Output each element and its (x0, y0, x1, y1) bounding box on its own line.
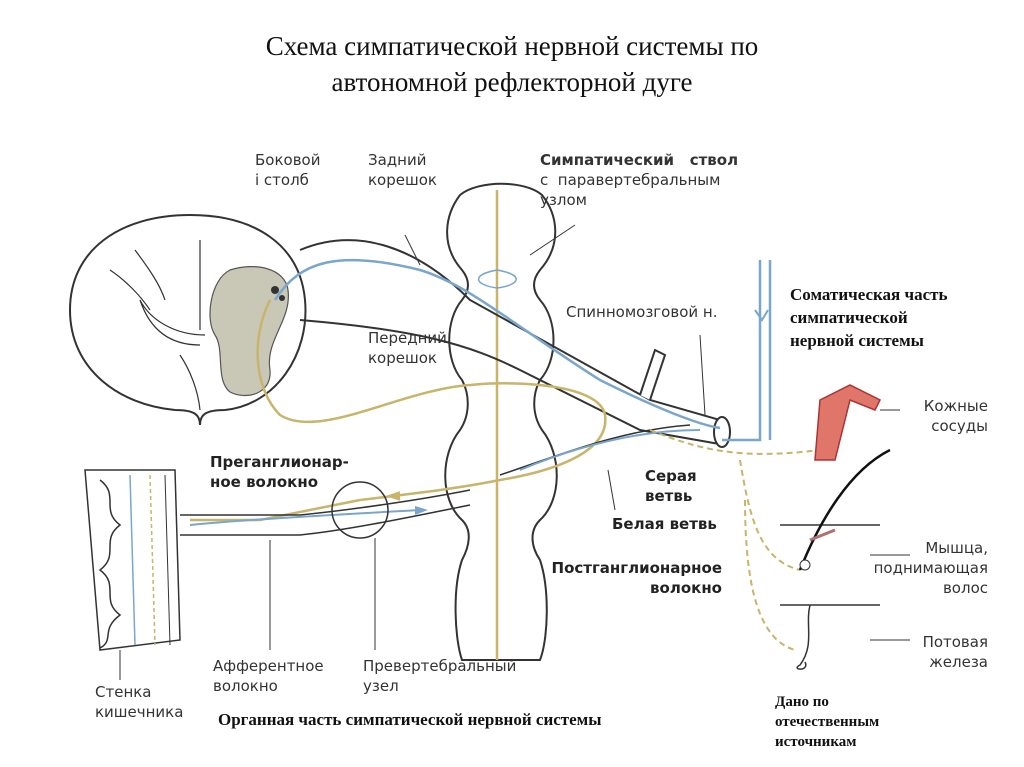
note-somatic-line1: Соматическая часть (790, 285, 948, 304)
label-sweat-gland: Потовая железа (880, 632, 988, 672)
label-hair-muscle-line1: Мышца, (925, 539, 988, 557)
label-prevertebral-ganglion-line2: узел (363, 677, 399, 695)
label-spinal-nerve: Спинномозговой н. (566, 303, 718, 321)
note-source-line3: источникам (775, 734, 857, 750)
skin-vessel (814, 384, 882, 461)
label-afferent-fiber-line2: волокно (213, 677, 278, 695)
note-source-line1: Дано по (775, 694, 829, 710)
label-intestine-wall-line1: Стенка (95, 683, 152, 701)
label-skin-vessels-line1: Кожные (923, 397, 988, 415)
label-postganglionic: Постганглионарное волокно (520, 558, 722, 598)
label-hair-muscle-line3: волос (942, 579, 988, 597)
label-posterior-root-line2: корешок (368, 171, 437, 189)
label-posterior-root-line1: Задний (368, 151, 427, 169)
title-line-1: Схема симпатической нервной системы по (265, 31, 759, 61)
label-postganglionic-line1: Постганглионарное (551, 559, 722, 577)
label-sympathetic-trunk-line3: узлом (540, 191, 587, 209)
label-skin-vessels: Кожные сосуды (890, 396, 988, 436)
label-intestine-wall: Стенка кишечника (95, 682, 183, 722)
label-gray-ramus: Серая ветвь (645, 466, 697, 506)
label-gray-ramus-line1: Серая (645, 467, 697, 485)
label-preganglionic-line2: ное волокно (210, 473, 319, 491)
label-hair-muscle-line2: поднимающая (873, 559, 988, 577)
label-hair-muscle: Мышца, поднимающая волос (830, 538, 988, 598)
label-anterior-root-line2: корешок (368, 349, 437, 367)
note-source: Дано по отечественным источникам (775, 692, 879, 752)
note-source-line2: отечественным (775, 714, 880, 730)
intestine-wall (84, 469, 181, 651)
note-somatic-line2: симпатической (790, 308, 908, 327)
label-gray-ramus-line2: ветвь (645, 487, 693, 505)
label-sympathetic-trunk-line1: Симпатический ствол (540, 151, 739, 169)
label-sweat-gland-line1: Потовая (922, 633, 988, 651)
label-white-ramus: Белая ветвь (612, 515, 717, 533)
label-sweat-gland-line2: железа (929, 653, 988, 671)
label-lateral-column-line2: і столб (255, 171, 309, 189)
label-preganglionic-line1: Преганглионар- (210, 453, 349, 471)
page-title: Схема симпатической нервной системы по а… (0, 28, 1024, 100)
label-sympathetic-trunk-line2: с паравертебральным (540, 171, 721, 189)
note-somatic: Соматическая часть симпатической нервной… (790, 283, 947, 352)
label-lateral-column-line1: Боковой (255, 151, 321, 169)
preganglionic-fiber-path (256, 299, 607, 502)
postganglionic-fiber-path (649, 429, 821, 455)
label-posterior-root: Задний корешок (368, 150, 437, 190)
label-prevertebral-ganglion: Превертебральный узел (363, 656, 516, 696)
label-anterior-root: Передний корешок (368, 328, 447, 368)
label-sympathetic-trunk: Симпатический ствол с паравертебральным … (540, 150, 738, 210)
label-anterior-root-line1: Передний (368, 329, 447, 347)
label-intestine-wall-line2: кишечника (95, 703, 184, 721)
label-postganglionic-line2: волокно (650, 579, 722, 597)
afferent-fiber-path (273, 258, 721, 430)
note-somatic-line3: нервной системы (790, 331, 924, 350)
label-preganglionic: Преганглионар- ное волокно (210, 452, 349, 492)
prevertebral-ganglion (331, 481, 389, 539)
label-lateral-column: Боковой і столб (255, 150, 320, 190)
note-organ-part: Органная часть симпатической нервной сис… (218, 710, 602, 729)
title-line-2: автономной рефлекторной дуге (331, 67, 693, 97)
label-afferent-fiber: Афферентное волокно (213, 656, 324, 696)
label-afferent-fiber-line1: Афферентное (213, 657, 324, 675)
label-prevertebral-ganglion-line1: Превертебральный (363, 657, 517, 675)
label-skin-vessels-line2: сосуды (931, 417, 988, 435)
